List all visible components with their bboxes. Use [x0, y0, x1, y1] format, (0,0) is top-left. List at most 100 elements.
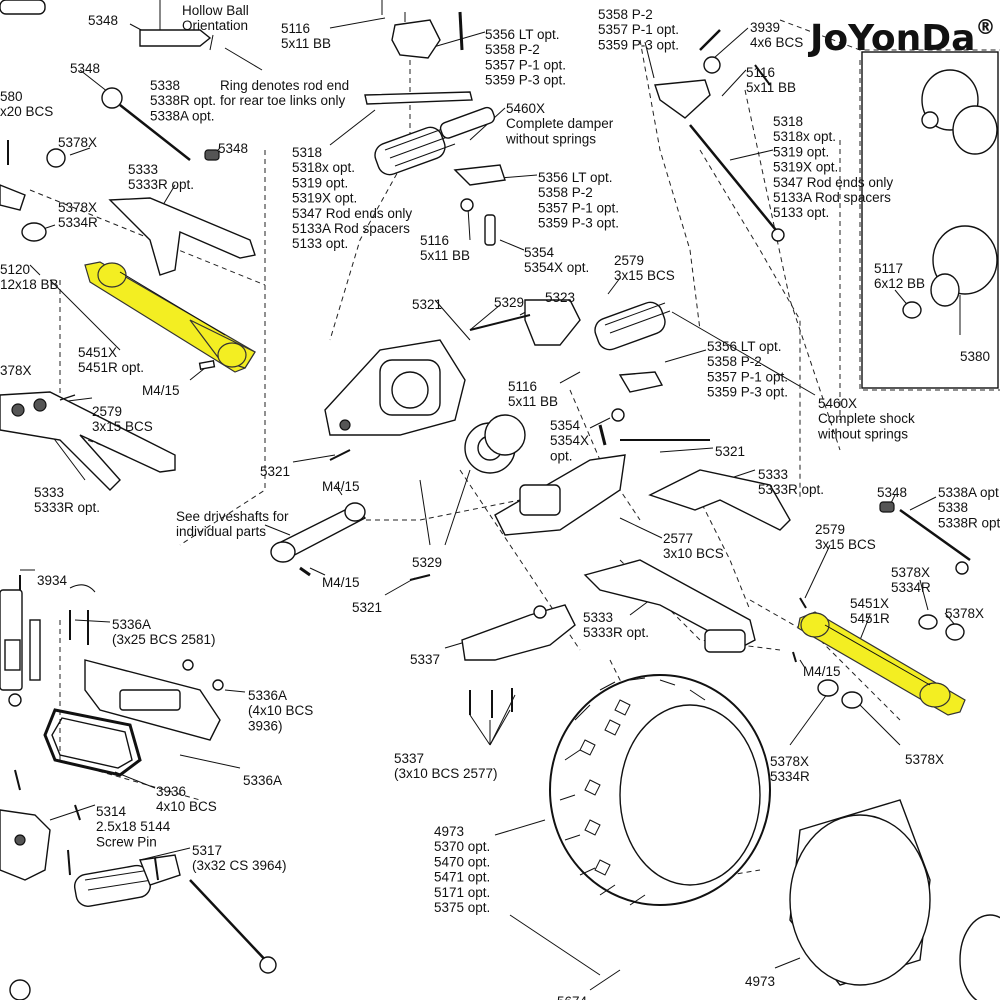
callout-line: 5334R: [58, 215, 98, 230]
callout-line: 5347 Rod ends only: [292, 206, 412, 221]
callout-line: Ring denotes rod end: [220, 78, 349, 93]
callout-line: 5318: [773, 114, 803, 129]
callout-line: 5358 P-2: [707, 354, 762, 369]
callout-line: 5356 LT opt.: [538, 170, 613, 185]
callout-line: M4/15: [142, 383, 180, 398]
callout-c56: 5337: [410, 652, 440, 667]
callout-c05: 5348: [70, 61, 100, 76]
callout-line: 5333: [583, 610, 613, 625]
callout-line: 5329: [494, 295, 524, 310]
callout-line: 5333R opt.: [758, 482, 824, 497]
callout-line: 3x15 BCS: [92, 419, 153, 434]
callout-line: 5354: [550, 418, 581, 433]
callout-c38: 5321: [715, 444, 745, 459]
callout-line: 5333R opt.: [128, 177, 194, 192]
callout-line: 5338A opt.: [150, 108, 215, 123]
callout-c14: M4/15: [142, 383, 180, 398]
callout-line: 5338R opt.: [150, 93, 216, 108]
callout-line: 5354X: [550, 433, 589, 448]
callout-c68: 5674: [557, 994, 588, 1000]
callout-line: 5348: [88, 13, 118, 28]
callout-line: without springs: [817, 426, 908, 441]
callout-line: 5117: [874, 261, 903, 276]
callout-line: 5674: [557, 994, 588, 1000]
callout-line: 5333R opt.: [34, 500, 100, 515]
callout-line: 5338: [938, 500, 968, 515]
callout-line: M4/15: [322, 479, 360, 494]
callout-line: 5451X: [850, 596, 889, 611]
callout-line: 5323: [545, 290, 575, 305]
part-damper-center: [594, 301, 671, 351]
callout-line: 3936: [156, 784, 186, 799]
part-upper-mount-right: [654, 79, 711, 119]
callout-c50: 3934: [37, 573, 68, 588]
callout-line: 5378X: [770, 754, 809, 769]
callout-line: 5319 opt.: [292, 175, 348, 190]
part-damper-lower-left: [73, 854, 181, 907]
callout-c13: 378X: [0, 363, 32, 378]
callout-line: 5116: [508, 379, 537, 394]
callout-line: 5378X: [58, 200, 97, 215]
callout-line: 5348: [877, 485, 907, 500]
callout-c54: 5336A(3x25 BCS 2581): [112, 617, 216, 647]
callout-line: 5334R: [891, 580, 931, 595]
callout-line: 5358 P-2: [485, 42, 540, 57]
callout-line: 5357 P-1 opt.: [598, 22, 679, 37]
callout-c47: 5329: [412, 555, 442, 570]
callout-line: 5329: [412, 555, 442, 570]
part-5348-rod-end: [204, 149, 220, 161]
callout-line: 2579: [614, 253, 644, 268]
callout-line: 5378X: [905, 752, 944, 767]
callout-line: 5357 P-1 opt.: [538, 200, 619, 215]
callout-line: 4x10 BCS: [156, 799, 217, 814]
callout-line: 5333: [34, 485, 64, 500]
callout-line: 5116: [746, 65, 775, 80]
callout-line: 5378X: [945, 606, 984, 621]
part-upper-a-arm-left: [108, 197, 256, 276]
callout-c61: 5378X: [905, 752, 944, 767]
callout-line: 5317: [192, 843, 222, 858]
callout-line: (3x32 CS 3964): [192, 858, 287, 873]
callout-line: opt.: [550, 448, 573, 463]
callout-line: 5336A: [243, 773, 282, 788]
callout-line: 5460X: [818, 396, 857, 411]
callout-c39: 5321: [260, 464, 290, 479]
callout-line: 5319X opt.: [292, 191, 357, 206]
callout-line: 5359 P-3 opt.: [707, 385, 788, 400]
callout-c32: 5329: [494, 295, 524, 310]
callout-line: 5337: [394, 751, 424, 766]
part-tire: [549, 674, 771, 906]
callout-line: 5133 opt.: [292, 236, 348, 251]
callout-line: individual parts: [176, 524, 266, 539]
callout-line: 5319 opt.: [773, 144, 829, 159]
callout-line: 5116: [420, 233, 449, 248]
callout-line: 5321: [352, 600, 382, 615]
part-chassis-center: [494, 454, 626, 536]
callout-line: Screw Pin: [96, 834, 157, 849]
callout-c49: M4/15: [322, 575, 360, 590]
callout-line: for rear toe links only: [220, 93, 346, 108]
part-bumper-loop: [43, 708, 142, 777]
callout-c57: M4/15: [803, 664, 841, 679]
part-skid-plate: [461, 604, 576, 661]
highlighted-driveshaft-left: [84, 261, 256, 373]
brand-logo: JoYonDa®: [807, 15, 995, 59]
callout-line: 2579: [815, 522, 845, 537]
callout-line: 5354: [524, 245, 555, 260]
callout-line: 4x6 BCS: [750, 35, 803, 50]
callout-line: 5354X opt.: [524, 260, 589, 275]
callout-line: 5460X: [506, 101, 545, 116]
